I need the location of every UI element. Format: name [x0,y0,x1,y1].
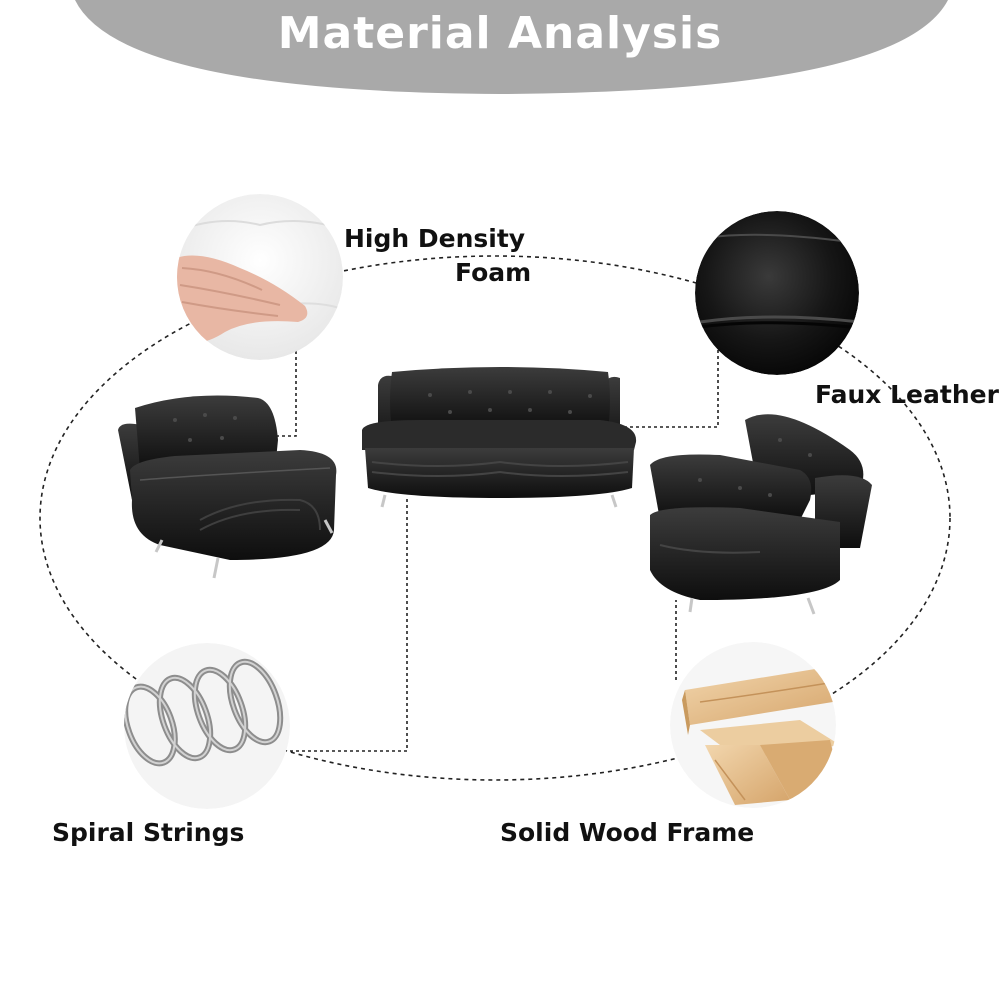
wood-label: Solid Wood Frame [500,818,755,847]
foam-label-line1: High Density [344,224,526,253]
dashed-ellipse [39,255,951,781]
foam-swatch [177,194,343,360]
leather-label: Faux Leather [815,380,999,409]
springs-label: Spiral Strings [52,818,245,847]
loveseat [650,414,872,615]
page-title: Material Analysis [277,8,723,59]
leather-swatch [695,211,859,375]
connector-lines [262,345,719,752]
spring-connector [290,497,408,752]
title-banner [75,0,948,94]
sofa [362,367,637,508]
foam-connector [262,345,297,437]
leather-connector [600,350,719,428]
foam-label-line2: Foam [455,258,532,287]
wood-swatch [670,642,836,808]
armchair [118,395,337,579]
spring-swatch [124,643,290,809]
